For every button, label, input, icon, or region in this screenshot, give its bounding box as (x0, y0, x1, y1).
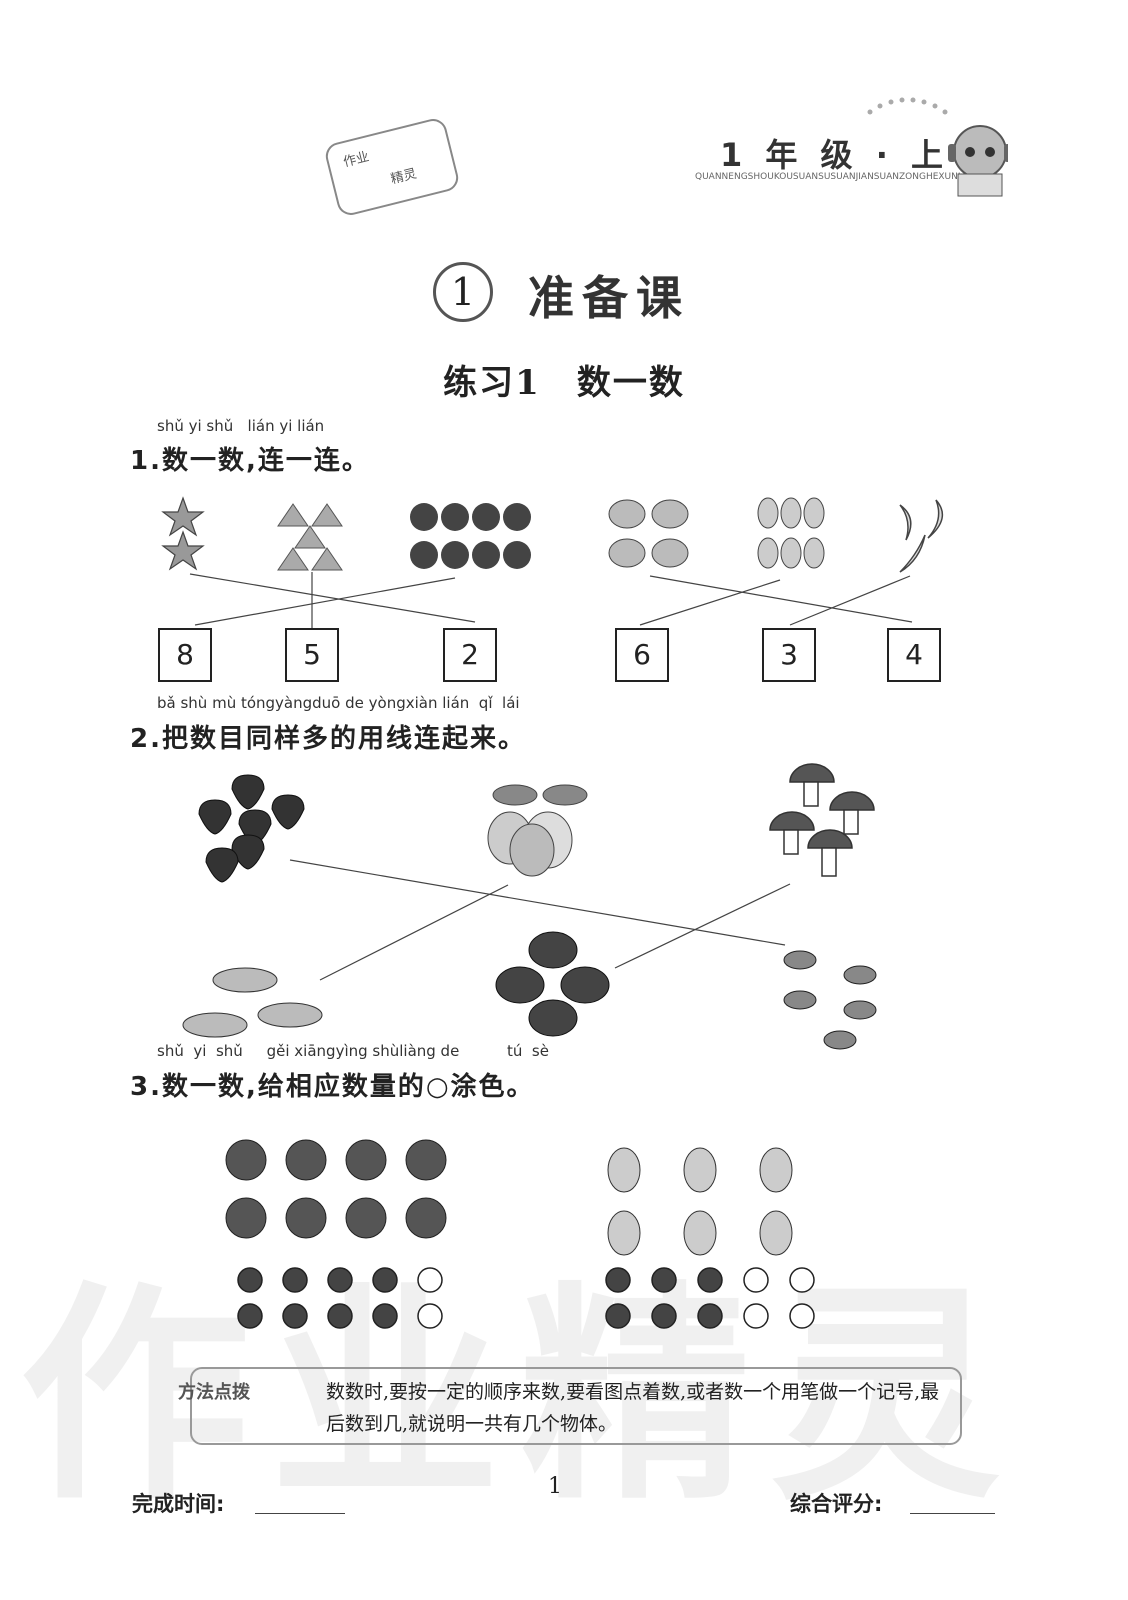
apple-answer-circles (237, 1267, 443, 1329)
filled-circle[interactable] (237, 1303, 263, 1329)
empty-circle[interactable] (743, 1267, 769, 1293)
filled-circle[interactable] (651, 1267, 677, 1293)
peach-icon (608, 499, 689, 568)
q1-text: 1.数一数,连一连。 (130, 446, 370, 476)
watermark: 作业精灵 (20, 1264, 1021, 1531)
q3-pinyin: shǔ yi shǔ gěi xiāngyìng shùliàng de tú … (157, 1042, 549, 1060)
filled-circle[interactable] (372, 1303, 398, 1329)
chapter-title: 准备课 (528, 271, 690, 325)
empty-circle[interactable] (417, 1303, 443, 1329)
number-box: 6 (615, 628, 669, 682)
apple-icon (410, 503, 531, 569)
completion-time-label: 完成时间: (132, 1492, 225, 1516)
filled-circle[interactable] (282, 1267, 308, 1293)
q2-text: 2.把数目同样多的用线连起来。 (130, 724, 526, 754)
overall-score-label: 综合评分: (790, 1492, 883, 1516)
pineapple-icon (607, 1147, 793, 1256)
empty-circle[interactable] (789, 1267, 815, 1293)
number-box: 5 (285, 628, 339, 682)
filled-circle[interactable] (282, 1303, 308, 1329)
q2-pinyin: bǎ shù mù tóngyàngduō de yòngxiàn lián q… (157, 694, 520, 712)
tip-box (190, 1367, 962, 1445)
star-icon (161, 496, 205, 571)
number-box: 3 (762, 628, 816, 682)
pineapple-answer-circles (605, 1267, 815, 1329)
overall-score-field[interactable] (910, 1512, 995, 1514)
filled-circle[interactable] (605, 1303, 631, 1329)
filled-circle[interactable] (697, 1267, 723, 1293)
mascot-icon (948, 125, 1008, 197)
grade-label: 1 年 级 · 上 (720, 136, 949, 174)
empty-circle[interactable] (789, 1303, 815, 1329)
pear-icon (757, 497, 825, 569)
tip-text: 数数时,要按一定的顺序来数,要看图点着数,或者数一个用笔做一个记号,最后数到几,… (326, 1381, 940, 1435)
filled-circle[interactable] (237, 1267, 263, 1293)
filled-circle[interactable] (327, 1267, 353, 1293)
apple-icon (225, 1139, 447, 1239)
mushroom-icon (769, 763, 875, 877)
lesson-title: 练习1 数一数 (443, 363, 685, 403)
loquat-icon (487, 784, 588, 877)
empty-circle[interactable] (417, 1267, 443, 1293)
corn-icon (182, 967, 323, 1038)
candy-icon (783, 950, 877, 1050)
strawberry-icon (198, 774, 305, 883)
number-box: 4 (887, 628, 941, 682)
grade-pinyin: QUANNENGSHOUKOUSUANSUSUANJIANSUANZONGHEX… (695, 172, 979, 182)
filled-circle[interactable] (697, 1303, 723, 1329)
filled-circle[interactable] (605, 1267, 631, 1293)
page-number: 1 (548, 1474, 562, 1499)
completion-time-field[interactable] (255, 1512, 345, 1514)
number-box: 2 (443, 628, 497, 682)
watermelon-icon (495, 931, 610, 1037)
chapter-number: 1 (433, 262, 493, 322)
q3-text: 3.数一数,给相应数量的○涂色。 (130, 1072, 535, 1102)
number-box: 8 (158, 628, 212, 682)
filled-circle[interactable] (372, 1267, 398, 1293)
q1-pinyin: shǔ yi shǔ lián yi lián (157, 417, 325, 435)
triangle-icon (277, 503, 343, 571)
banana-icon (899, 499, 944, 573)
filled-circle[interactable] (327, 1303, 353, 1329)
tip-label: 方法点拨 (178, 1382, 250, 1403)
filled-circle[interactable] (651, 1303, 677, 1329)
empty-circle[interactable] (743, 1303, 769, 1329)
